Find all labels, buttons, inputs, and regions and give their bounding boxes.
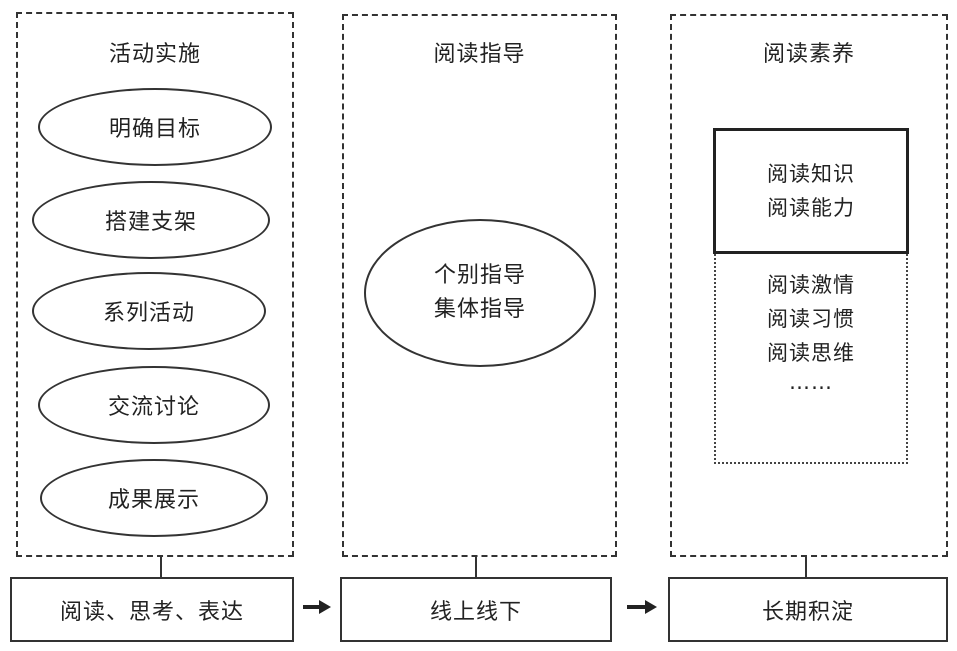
connector-2 <box>475 557 477 578</box>
guidance-ellipse: 个别指导 集体指导 <box>364 219 596 367</box>
literacy-knowledge-box: 阅读知识 阅读能力 <box>713 128 909 254</box>
bottom-label-2: 线上线下 <box>429 599 522 625</box>
literacy-top-item-1: 阅读知识 <box>767 162 855 186</box>
bottom-label-3: 长期积淀 <box>761 599 854 625</box>
literacy-bottom-item-4: …… <box>789 370 833 394</box>
guidance-column-title: 阅读指导 <box>433 42 526 67</box>
step-ellipse-1: 明确目标 <box>38 88 272 166</box>
literacy-attitude-box: 阅读激情 阅读习惯 阅读思维 …… <box>714 254 908 464</box>
step-label-1: 明确目标 <box>108 117 201 142</box>
guidance-item-2: 集体指导 <box>433 297 526 322</box>
bottom-box-2: 线上线下 <box>340 577 612 642</box>
connector-1 <box>160 557 162 578</box>
step-ellipse-2: 搭建支架 <box>32 181 270 259</box>
activity-column: 活动实施 <box>16 12 294 557</box>
literacy-column-title: 阅读素养 <box>762 42 855 67</box>
step-label-4: 交流讨论 <box>107 395 200 420</box>
guidance-item-1: 个别指导 <box>433 263 526 288</box>
literacy-column: 阅读素养 <box>670 14 948 557</box>
literacy-bottom-item-1: 阅读激情 <box>767 273 855 297</box>
step-label-3: 系列活动 <box>102 301 195 326</box>
step-ellipse-4: 交流讨论 <box>38 366 270 444</box>
bottom-label-1: 阅读、思考、表达 <box>59 599 244 625</box>
guidance-column: 阅读指导 <box>342 14 617 557</box>
literacy-bottom-item-2: 阅读习惯 <box>767 307 855 331</box>
step-ellipse-3: 系列活动 <box>32 272 266 350</box>
arrow-right-icon <box>627 600 657 614</box>
arrow-right-icon <box>303 600 331 614</box>
connector-3 <box>805 557 807 578</box>
bottom-box-1: 阅读、思考、表达 <box>10 577 294 642</box>
literacy-top-item-2: 阅读能力 <box>767 196 855 220</box>
step-label-2: 搭建支架 <box>104 210 197 235</box>
step-ellipse-5: 成果展示 <box>40 459 268 537</box>
activity-column-title: 活动实施 <box>108 42 201 67</box>
literacy-bottom-item-3: 阅读思维 <box>767 341 855 365</box>
step-label-5: 成果展示 <box>107 488 200 513</box>
bottom-box-3: 长期积淀 <box>668 577 948 642</box>
